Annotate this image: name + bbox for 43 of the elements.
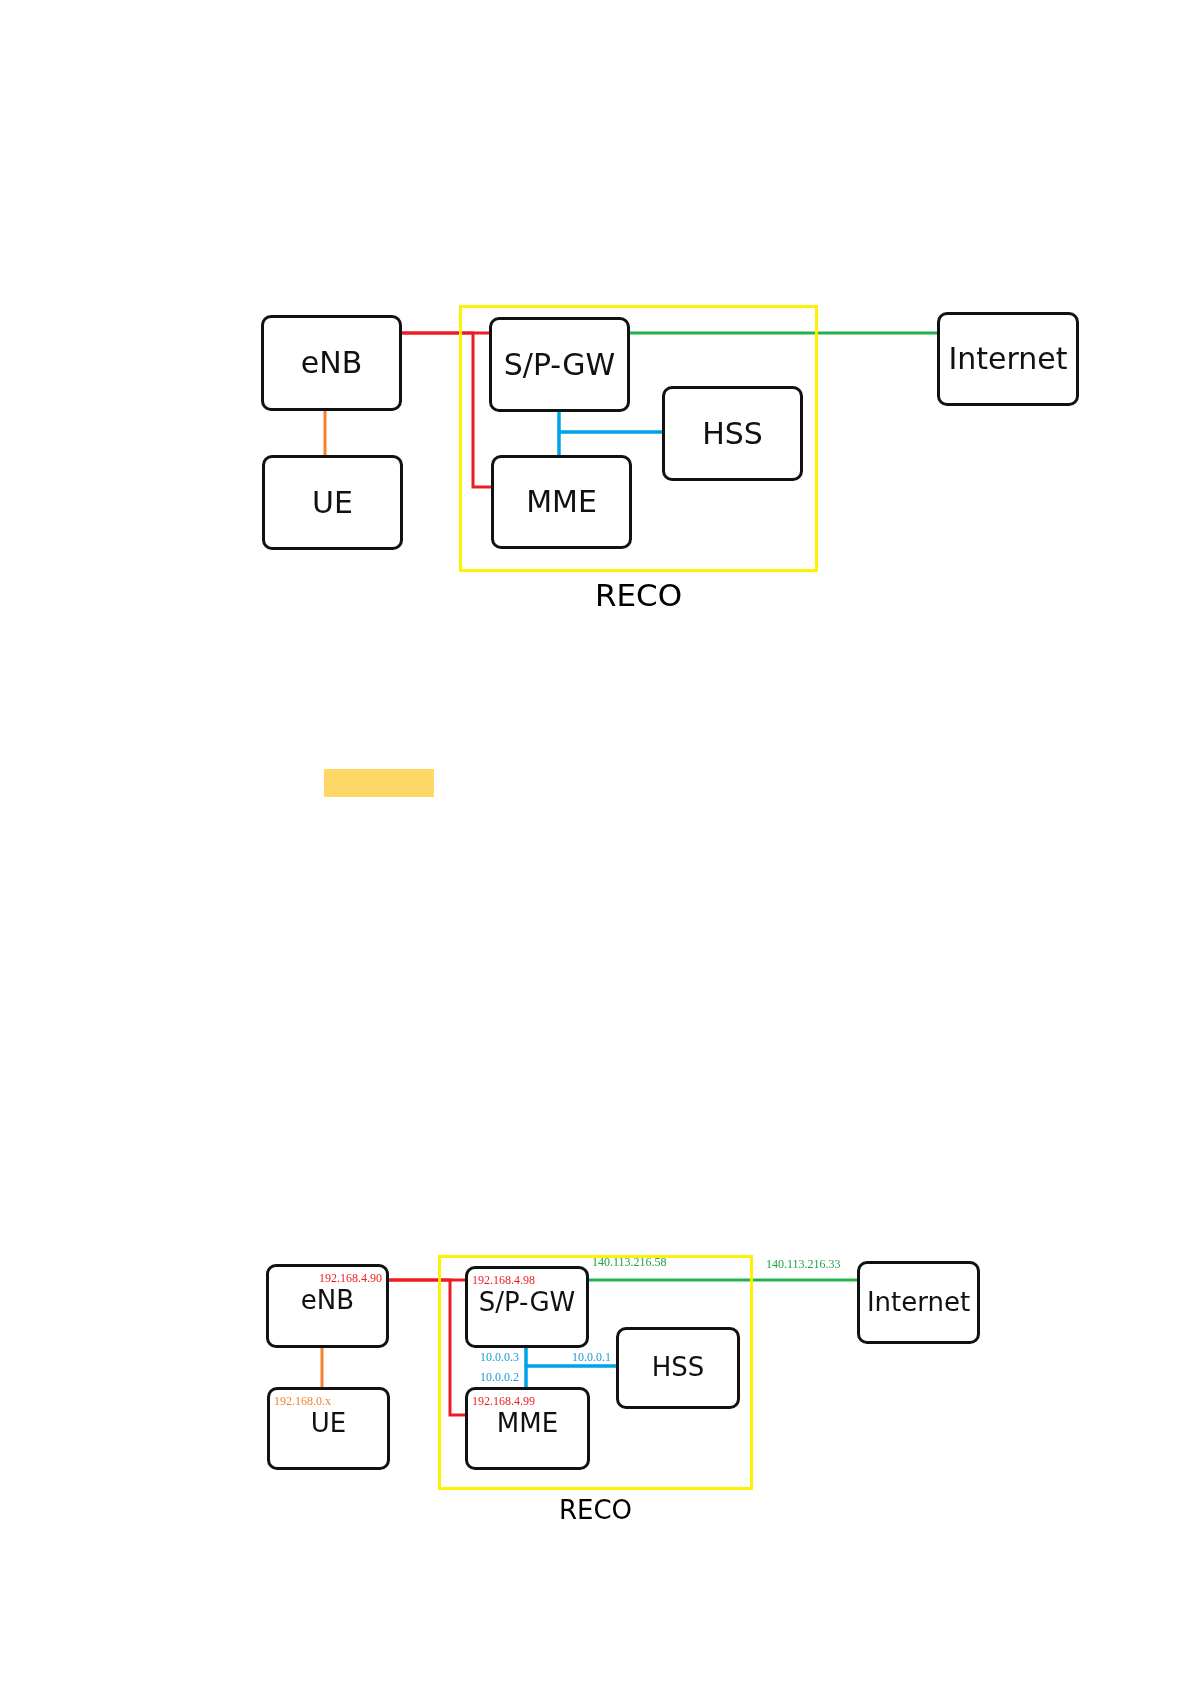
connector-line — [524, 1364, 616, 1387]
network-node-box — [261, 315, 402, 411]
node-label: S/P-GW — [502, 346, 617, 382]
ip-address: 140.113.216.33 — [766, 1257, 841, 1272]
network-node-box — [616, 1327, 740, 1409]
node-label: S/P-GW — [477, 1287, 577, 1317]
network-node-box — [937, 312, 1079, 406]
connector-line — [402, 331, 491, 489]
ip-address: 192.168.4.99 — [472, 1394, 535, 1409]
network-node-box — [465, 1266, 589, 1348]
ip-address: 140.113.216.58 — [592, 1255, 667, 1270]
network-node-box — [262, 455, 403, 550]
connector-line — [589, 1278, 857, 1282]
network-node-box — [491, 455, 632, 549]
ip-address: 10.0.0.2 — [480, 1370, 519, 1385]
node-label: HSS — [650, 1352, 706, 1383]
group-title: RECO — [593, 577, 684, 613]
connector-line — [389, 1278, 465, 1417]
network-node-box — [662, 386, 803, 481]
network-node-box — [465, 1387, 590, 1470]
ip-address: 192.168.0.x — [274, 1394, 331, 1409]
node-label: MME — [495, 1408, 560, 1438]
node-label: UE — [311, 484, 354, 520]
group-title: RECO — [557, 1495, 634, 1525]
connector-line — [320, 1348, 324, 1387]
ip-address: 192.168.4.90 — [319, 1271, 382, 1286]
ip-address: 10.0.0.3 — [480, 1350, 519, 1365]
node-label: UE — [309, 1408, 348, 1438]
node-label: Internet — [865, 1286, 972, 1317]
network-node-box — [489, 317, 630, 412]
node-label: Internet — [947, 341, 1069, 376]
ip-address: 10.0.0.1 — [572, 1350, 611, 1365]
node-label: MME — [525, 484, 598, 519]
node-label: eNB — [299, 1285, 356, 1315]
connector-line — [323, 411, 327, 455]
network-node-box — [267, 1387, 390, 1470]
ip-address: 192.168.4.98 — [472, 1273, 535, 1288]
node-label: HSS — [701, 415, 764, 451]
connector-line — [630, 331, 937, 335]
network-node-box — [266, 1264, 389, 1348]
node-label: eNB — [299, 345, 364, 380]
connector-line — [557, 430, 662, 455]
network-node-box — [857, 1261, 980, 1344]
